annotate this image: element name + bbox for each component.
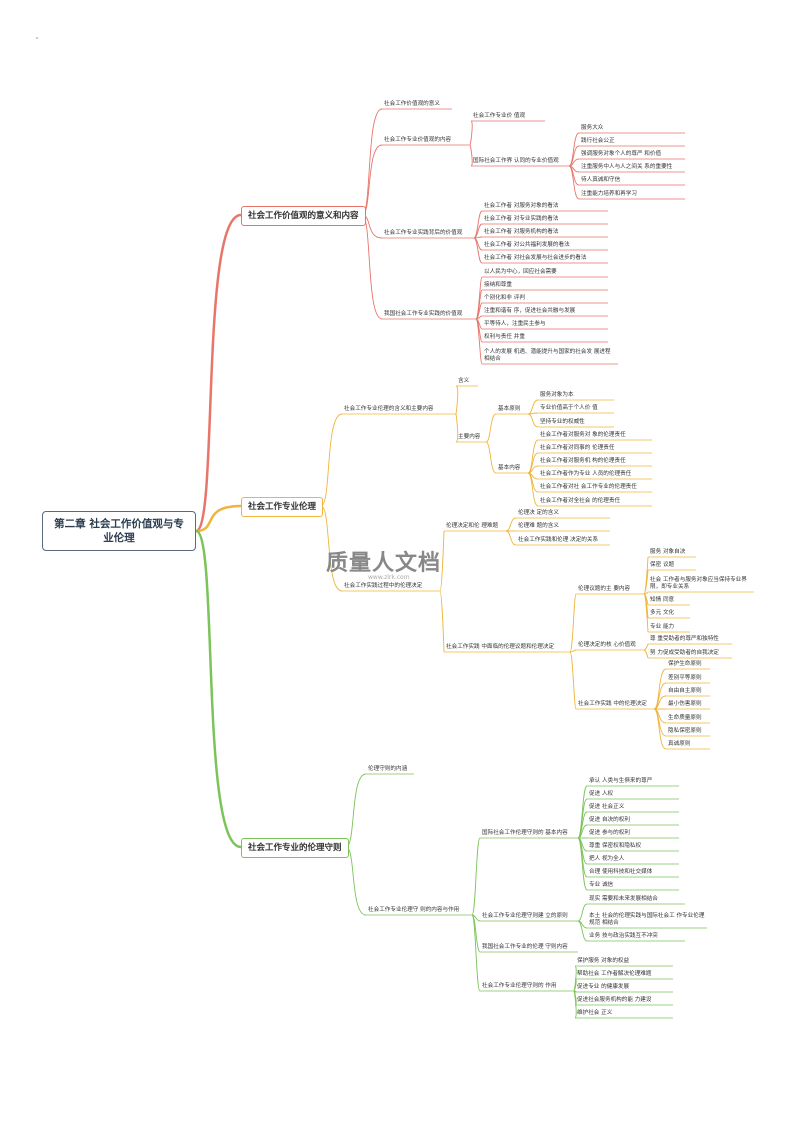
node-china-value-item[interactable]: 平等待人，注重民主参与 [484,321,546,327]
node-practice-values[interactable]: 社会工作专业实践背后的价值观 [384,230,463,236]
node-code-principle-item[interactable]: 业务 技与政治实践互不冲突 [589,933,658,939]
node-intl-value-item[interactable]: 践行社会公正 [581,138,615,144]
node-code-role[interactable]: 社会工作专业伦理守则的 作用 [482,983,557,989]
node-china-value-item[interactable]: 个人的发展 机遇、潜能提升与国家的社会发 展进程相结合 [484,349,611,362]
node-content-item[interactable]: 社会工作者作为专业 人员的伦理责任 [540,471,632,477]
node-content-item[interactable]: 社会工作者对服务机 构的伦理责任 [540,458,626,464]
node-basic-principles[interactable]: 基本原则 [498,406,521,412]
node-decision-principle[interactable]: 自由自主原则 [668,688,702,694]
node-intl-value-item[interactable]: 注重能力培养和再学习 [581,191,637,197]
node-principle-item[interactable]: 服务对象为本 [540,392,574,398]
watermark-main-b: 人文档 [372,551,442,576]
node-principle-item[interactable]: 专业价值高于个人价 值 [540,405,598,411]
node-china-value-item[interactable]: 接纳和尊重 [484,282,512,288]
node-content-item[interactable]: 社会工作者对全社会 的伦理责任 [540,498,621,504]
node-code-principles[interactable]: 社会工作专业伦理守则建 立的原则 [482,913,568,919]
node-intl-code-item[interactable]: 尊重 保密权和隐私权 [589,843,642,849]
node-issue-item[interactable]: 保密 议题 [650,562,675,568]
node-code-content-role[interactable]: 社会工作专业伦理守 则的内容与作用 [368,907,460,913]
watermark: 质量人文档 www.zlrk.com [326,545,466,585]
node-practice-value-item[interactable]: 社会工作者 对服务对象的看法 [484,203,559,209]
branch-professional-ethics[interactable]: 社会工作专业伦理 [241,497,324,517]
node-decision-principle[interactable]: 差别平等原则 [668,675,702,681]
node-intl-values[interactable]: 国际社会工作界 认同的专业价值观 [473,158,559,164]
node-ethics-meaning-content[interactable]: 社会工作专业伦理的含义和主要内容 [344,406,434,412]
node-intl-code-item[interactable]: 专业 诚信 [589,882,614,888]
node-issue-item[interactable]: 社会 工作者与服务对象应当保持专业界限，即专业关系 [650,577,747,590]
node-china-code[interactable]: 我国社会工作专业的伦理 守则内容 [482,944,568,950]
node-decision-principle[interactable]: 真诚原则 [668,741,691,747]
node-intl-value-item[interactable]: 待人真诚和守信 [581,177,621,183]
node-china-value-item[interactable]: 注重和谐有 序，促进社会共融与发展 [484,308,576,314]
node-decision-principle[interactable]: 生命质量原则 [668,715,702,721]
node-code-role-item[interactable]: 促进专业 的健康发展 [577,984,630,990]
node-practice-value-item[interactable]: 社会工作者 对社会发展与社会进步的看法 [484,255,587,261]
node-practice-value-item[interactable]: 社会工作者 对服务机构的看法 [484,229,559,235]
node-ethics-main-content[interactable]: 主要内容 [458,434,481,440]
branch-value-meaning[interactable]: 社会工作价值观的意义和内容 [241,206,366,226]
node-issue-item[interactable]: 知情 同意 [650,597,675,603]
node-issue-item[interactable]: 多元 文化 [650,610,675,616]
branch-professional-ethics-label: 社会工作专业伦理 [248,502,317,512]
branch-value-meaning-label: 社会工作价值观的意义和内容 [248,211,359,221]
node-intl-code-item[interactable]: 把人 视为全人 [589,856,625,862]
root-topic[interactable]: 第二章 社会工作价值观与专业伦理 [42,511,196,551]
node-professional-values[interactable]: 社会工作专业价 值观 [473,113,526,119]
node-china-value-item[interactable]: 权利与责任 并重 [484,334,525,340]
corner-dot [36,37,38,39]
node-practice-value-item[interactable]: 社会工作者 对公共福利发展的看法 [484,242,570,248]
node-china-values[interactable]: 我国社会工作专业实践的价值观 [384,311,463,317]
root-topic-label: 第二章 社会工作价值观与专业伦理 [54,518,184,544]
node-dilemma-item[interactable]: 社会工作实践和伦理 决定的关系 [518,537,599,543]
node-dilemma-item[interactable]: 伦理难 题的含义 [518,523,559,529]
node-china-value-item[interactable]: 个别化和非 评判 [484,295,525,301]
node-issue-content[interactable]: 伦理议题的主 要内容 [578,586,631,592]
node-decision-dilemma[interactable]: 伦理决定和伦 理难题 [446,523,499,529]
node-value-meaning[interactable]: 社会工作价值观的意义 [384,101,440,107]
branch-ethics-code[interactable]: 社会工作专业的伦理守则 [241,838,349,858]
node-code-role-item[interactable]: 帮助社会 工作者解决伦理难题 [577,971,652,977]
watermark-url: www.zlrk.com [368,574,410,581]
node-code-principle-item[interactable]: 本土 社会的伦理实践与国际社会工 作专业伦理规范 相结合 [589,913,705,926]
node-content-item[interactable]: 社会工作者对服务对 象的伦理责任 [540,432,626,438]
node-code-role-item[interactable]: 促进社会服务机构的能 力建设 [577,997,652,1003]
node-practice-value-item[interactable]: 社会工作者 对专业实践的看法 [484,216,559,222]
node-intl-code-item[interactable]: 合理 使用科技和社交媒体 [589,869,653,875]
node-intl-value-item[interactable]: 强调服务对象个人的尊严 和价值 [581,151,662,157]
node-intl-code-content[interactable]: 国际社会工作伦理守则的 基本内容 [482,830,568,836]
node-intl-code-item[interactable]: 促进 社会正义 [589,804,625,810]
node-issue-item[interactable]: 服务 对象自决 [650,549,686,555]
node-intl-code-item[interactable]: 促进 自决的权利 [589,817,630,823]
node-content-item[interactable]: 社会工作者对同事的 伦理责任 [540,445,615,451]
node-dilemma-item[interactable]: 伦理决 定的含义 [518,510,559,516]
node-code-meaning[interactable]: 伦理守则的内涵 [368,766,408,772]
node-principle-item[interactable]: 坚持专业的权威性 [540,419,585,425]
node-china-value-item[interactable]: 以人民为中心，回应社会需要 [484,269,557,275]
node-decision-principle[interactable]: 隐私保密原则 [668,728,702,734]
node-intl-code-item[interactable]: 促进 参与的权利 [589,830,630,836]
node-core-values[interactable]: 伦理决定的核 心价值观 [578,642,636,648]
node-intl-value-item[interactable]: 注重服务中人与人之间关 系的重要性 [581,164,673,170]
node-code-role-item[interactable]: 维护社会 正义 [577,1010,613,1016]
node-ethical-decision[interactable]: 社会工作实践过程中的伦理决定 [344,583,423,589]
node-intl-code-item[interactable]: 承认 人类与生俱来的尊严 [589,778,653,784]
node-decision-principle[interactable]: 最小伤害原则 [668,701,702,707]
node-practice-decision[interactable]: 社会工作实践 中的伦理决定 [578,701,647,707]
node-content-item[interactable]: 社会工作者对社 会工作专业的伦理责任 [540,484,637,490]
node-intl-code-item[interactable]: 促进 人权 [589,791,614,797]
node-practice-issues[interactable]: 社会工作实践 中面临的伦理议题和伦理决定 [446,644,555,650]
branch-ethics-code-label: 社会工作专业的伦理守则 [248,843,342,853]
node-intl-value-item[interactable]: 服务大众 [581,125,604,131]
node-basic-content[interactable]: 基本内容 [498,465,521,471]
node-value-content[interactable]: 社会工作专业价值观的内容 [384,137,452,143]
watermark-main-a: 质量 [326,551,373,576]
node-core-value-item[interactable]: 尊 重受助者的尊严和独特性 [650,636,719,642]
node-issue-item[interactable]: 专业 能力 [650,624,675,630]
node-ethics-meaning[interactable]: 含义 [458,378,470,384]
node-code-principle-item[interactable]: 现实 需要和未来发展相结合 [589,896,658,902]
node-decision-principle[interactable]: 保护生命原则 [668,661,702,667]
node-code-role-item[interactable]: 保护服务 对象的权益 [577,958,630,964]
node-core-value-item[interactable]: 努 力促成受助者的自我决定 [650,650,719,656]
